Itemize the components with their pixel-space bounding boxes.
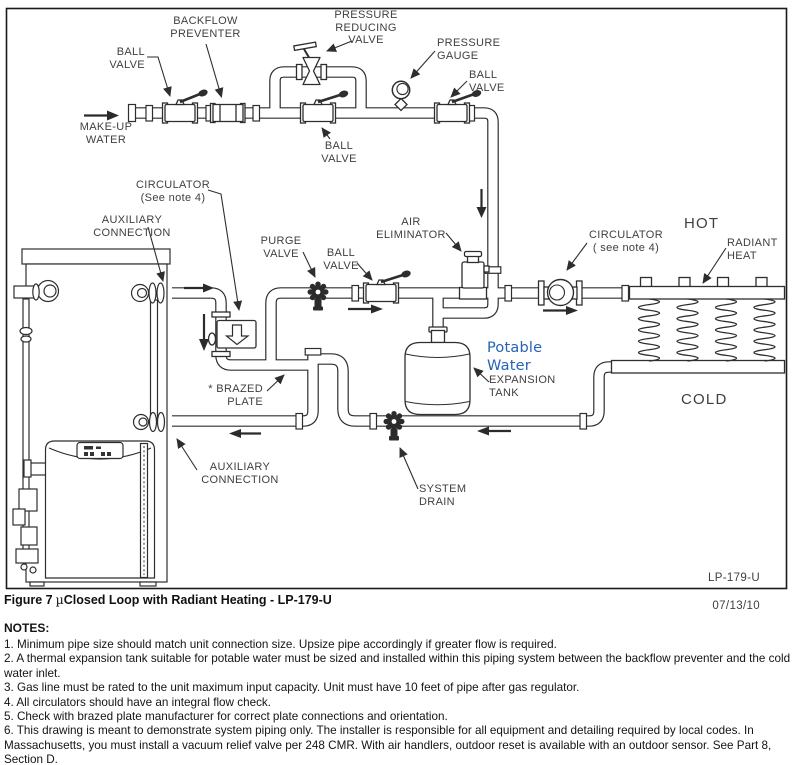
ball-valve-4	[362, 270, 411, 304]
label-circulator-primary: CIRCULATOR (See note 4)	[136, 179, 210, 204]
label-expansion-tank: EXPANSION TANK	[489, 374, 556, 399]
note-4: 4. All circulators should have an integr…	[4, 695, 272, 709]
label-ball-valve-1: BALL VALVE	[109, 46, 145, 71]
boiler-return-connection	[132, 411, 166, 433]
title-block: LP-179-U 07/13/10	[676, 557, 760, 627]
ball-valve-3	[433, 90, 482, 124]
circulator-primary	[207, 311, 257, 358]
pipe-outlines	[131, 66, 631, 427]
drawing-number: LP-179-U	[707, 572, 760, 584]
boiler-display	[84, 446, 111, 456]
purge-valve	[307, 281, 329, 311]
pressure-gauge	[391, 80, 411, 112]
mu-symbol: µ	[55, 592, 64, 607]
note-5: 5. Check with brazed plate manufacturer …	[4, 710, 448, 724]
note-2: 2. A thermal expansion tank suitable for…	[4, 652, 791, 680]
pressure-reducing-valve	[293, 41, 328, 86]
label-pressure-reducing-valve: PRESSURE REDUCING VALVE	[334, 9, 398, 46]
notes-section: NOTES: 1. Minimum pipe size should match…	[4, 621, 796, 765]
label-hot: HOT	[684, 215, 720, 232]
figure-number: Figure 7	[4, 593, 53, 607]
label-cold: COLD	[681, 391, 728, 408]
note-6: 6. This drawing is meant to demonstrate …	[4, 724, 772, 765]
label-auxiliary-connection-lower: AUXILIARY CONNECTION	[201, 461, 279, 486]
label-ball-valve-4: BALL VALVE	[323, 247, 359, 272]
circulator-radiant	[537, 278, 583, 307]
flow-arrows	[84, 110, 578, 438]
label-potable-water: Potable Water	[487, 340, 543, 374]
label-ball-valve-2: BALL VALVE	[321, 140, 357, 165]
figure-title: Closed Loop with Radiant Heating - LP-17…	[63, 593, 332, 607]
label-auxiliary-connection-upper: AUXILIARY CONNECTION	[93, 214, 171, 239]
radiant-return-header	[610, 359, 786, 374]
label-system-drain: SYSTEM DRAIN	[419, 483, 467, 508]
boiler-unit	[12, 248, 171, 587]
pipe-fills	[131, 67, 631, 426]
note-3: 3. Gas line must be rated to the unit ma…	[4, 681, 580, 695]
system-drain-valve	[383, 411, 405, 441]
label-air-eliminator: AIR ELIMINATOR	[376, 216, 446, 241]
pipe-couplings	[127, 103, 630, 430]
notes-heading: NOTES:	[4, 621, 50, 635]
label-purge-valve: PURGE VALVE	[260, 235, 302, 260]
radiant-supply-header	[628, 285, 786, 300]
expansion-tank	[404, 326, 471, 416]
air-eliminator	[458, 250, 490, 300]
drawing-date: 07/13/10	[712, 600, 760, 612]
radiant-heat-coils	[610, 276, 786, 374]
label-radiant-heat: RADIANT HEAT	[727, 237, 778, 262]
label-backflow-preventer: BACKFLOW PREVENTER	[170, 15, 241, 40]
ball-valve-1	[161, 89, 208, 124]
label-circulator-radiant: CIRCULATOR ( see note 4)	[589, 229, 663, 254]
label-brazed-plate: * BRAZED PLATE	[208, 383, 263, 408]
note-1: 1. Minimum pipe size should match unit c…	[4, 638, 557, 651]
drawing-border	[5, 7, 788, 590]
label-pressure-gauge: PRESSURE GAUGE	[437, 37, 501, 62]
ball-valve-2	[299, 90, 349, 124]
label-ball-valve-3: BALL VALVE	[469, 69, 505, 94]
label-leaders	[147, 40, 727, 490]
backflow-preventer	[209, 102, 246, 124]
boiler-supply-connection	[130, 282, 165, 304]
label-make-up-water: MAKE-UP WATER	[79, 121, 133, 146]
